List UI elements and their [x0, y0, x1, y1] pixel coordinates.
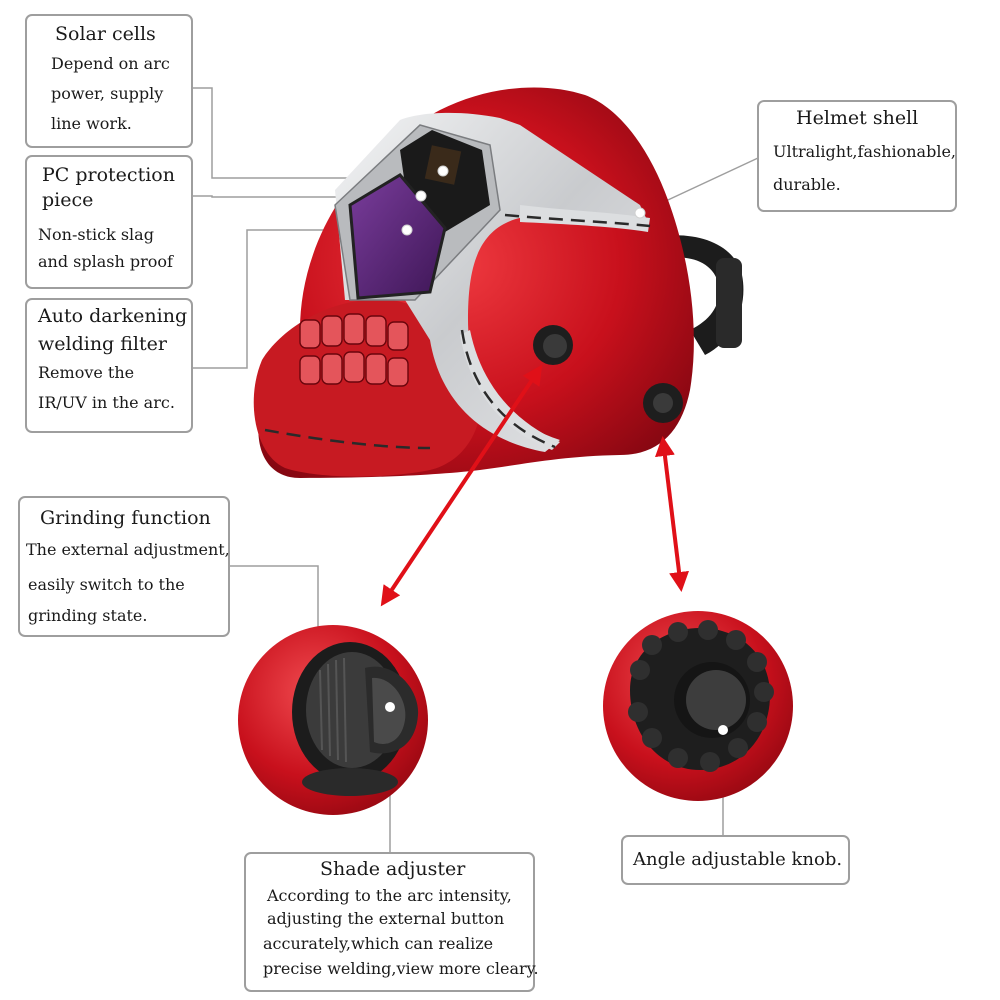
knob-icon — [643, 383, 683, 423]
callout-text: adjusting the external button — [267, 909, 505, 928]
callout-title: piece — [42, 189, 94, 211]
double-arrow-icon — [380, 364, 543, 607]
callout-title: Angle adjustable knob. — [633, 849, 843, 870]
callout-text: Remove the — [38, 363, 135, 382]
angle-knob-zoom — [603, 611, 793, 801]
callout-text: IR/UV in the arc. — [38, 393, 175, 412]
callout-text: power, supply — [51, 84, 164, 103]
pointer-dot-icon — [385, 702, 395, 712]
callout-text: line work. — [51, 114, 132, 133]
callout-title: Grinding function — [40, 507, 211, 529]
callout-text: precise welding,view more cleary. — [263, 959, 539, 978]
knob-icon — [533, 325, 573, 365]
callout-angle-knob: Angle adjustable knob. — [621, 835, 850, 885]
callout-text: and splash proof — [38, 252, 173, 271]
callout-title: Solar cells — [55, 23, 156, 45]
adf-cartridge — [334, 124, 501, 301]
double-arrow-icon — [655, 436, 689, 592]
welding-helmet — [253, 87, 744, 478]
callout-text: accurately,which can realize — [263, 934, 494, 953]
callout-text: Ultralight,fashionable, — [773, 142, 956, 161]
callout-grinding-function: Grinding function The external adjustmen… — [18, 496, 230, 637]
callout-title: welding filter — [38, 333, 167, 355]
callout-title: PC protection — [42, 164, 175, 186]
callout-solar-cells: Solar cells Depend on arc power, supply … — [25, 14, 193, 148]
callout-helmet-shell: Helmet shell Ultralight,fashionable, dur… — [757, 100, 957, 212]
callout-text: Non-stick slag — [38, 225, 154, 244]
callout-text: Depend on arc — [51, 54, 170, 73]
callout-pc-protection: PC protection piece Non-stick slag and s… — [25, 155, 193, 289]
callout-title: Shade adjuster — [320, 858, 466, 880]
callout-text: The external adjustment, — [26, 540, 230, 559]
callout-text: According to the arc intensity, — [267, 886, 512, 905]
callout-auto-darkening: Auto darkening welding filter Remove the… — [25, 298, 193, 433]
callout-shade-adjuster: Shade adjuster According to the arc inte… — [244, 852, 539, 992]
pointer-dot-icon — [718, 725, 728, 735]
callout-title: Auto darkening — [38, 305, 188, 327]
callout-text: easily switch to the — [28, 575, 185, 594]
shade-adjuster-zoom — [238, 625, 428, 815]
pointer-dot-icon — [401, 165, 646, 236]
callout-text: grinding state. — [28, 606, 148, 625]
callout-title: Helmet shell — [796, 107, 919, 129]
callout-text: durable. — [773, 175, 841, 194]
